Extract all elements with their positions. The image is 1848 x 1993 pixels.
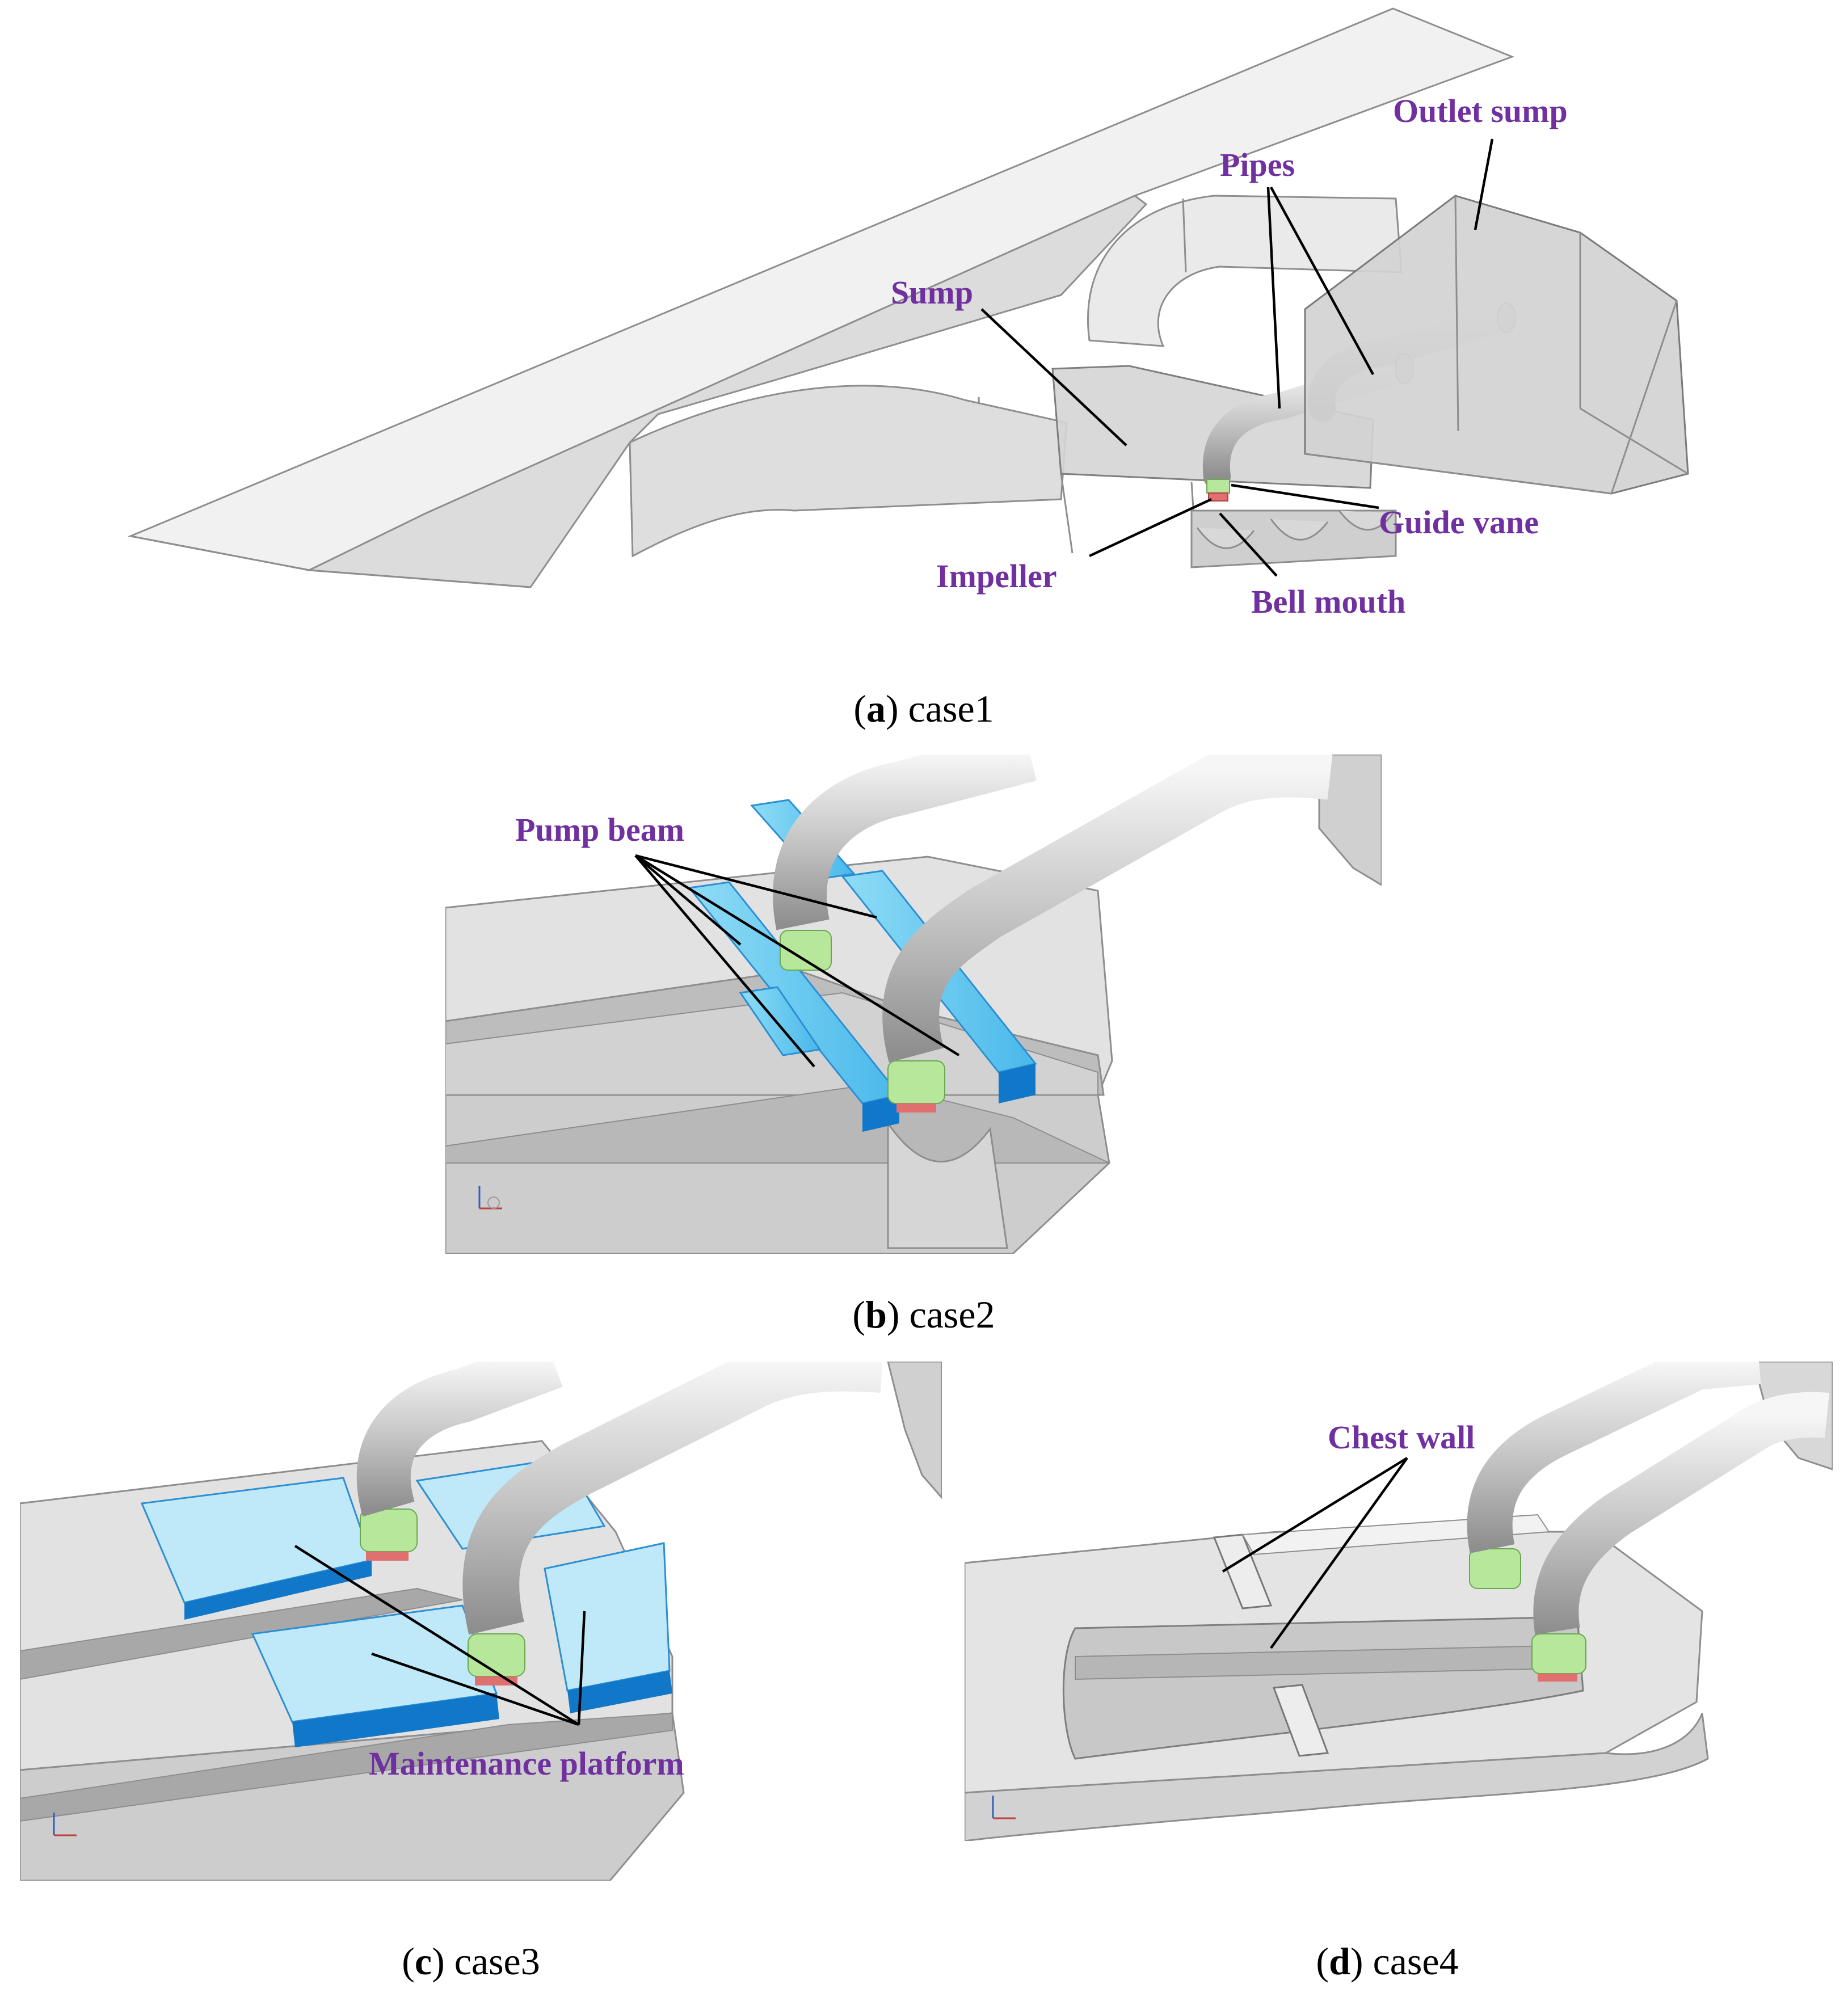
panel-c-model [20, 1362, 942, 1881]
caption-b: (b) case2 [852, 1293, 995, 1336]
panel-b: Pump beam (b) case2 [445, 755, 1382, 1336]
pipe-b-2 [882, 755, 1333, 1063]
panel-a: Outlet sump Pipes Sump Guide vane Impell… [127, 7, 1689, 730]
label-outlet-sump: Outlet sump [1393, 92, 1568, 129]
pipe-1 [1202, 355, 1415, 490]
pipe-c-1 [356, 1362, 563, 1517]
caption-a: (a) case1 [853, 687, 994, 730]
panel-c: Maintenance platform (c) case3 [20, 1362, 942, 1983]
label-maintenance-platform: Maintenance platform [369, 1745, 684, 1782]
label-pipes: Pipes [1220, 146, 1295, 183]
forebay [629, 385, 1068, 558]
caption-c: (c) case3 [402, 1940, 540, 1983]
guide-vane-shape [1206, 479, 1230, 494]
label-pump-beam: Pump beam [515, 811, 684, 848]
label-guide-vane: Guide vane [1379, 504, 1539, 541]
label-chest-wall: Chest wall [1328, 1419, 1475, 1456]
panel-d-model [965, 1362, 1833, 1841]
pipe-d-1 [1467, 1362, 1761, 1553]
caption-d: (d) case4 [1316, 1940, 1458, 1983]
pipe-b-1 [773, 755, 1037, 930]
label-impeller: Impeller [936, 558, 1057, 595]
panel-d: Chest wall (d) case4 [965, 1362, 1833, 1983]
pipe-d-2 [1533, 1392, 1829, 1635]
label-bell-mouth: Bell mouth [1251, 583, 1405, 620]
pipe-c-2 [462, 1362, 883, 1635]
impeller-shape [1208, 492, 1228, 502]
outlet-curved-wall [1087, 195, 1403, 347]
panel-b-model [445, 755, 1382, 1254]
approach-channel-wall [306, 195, 1148, 588]
label-sump: Sump [891, 274, 973, 311]
panel-a-model [127, 7, 1689, 588]
